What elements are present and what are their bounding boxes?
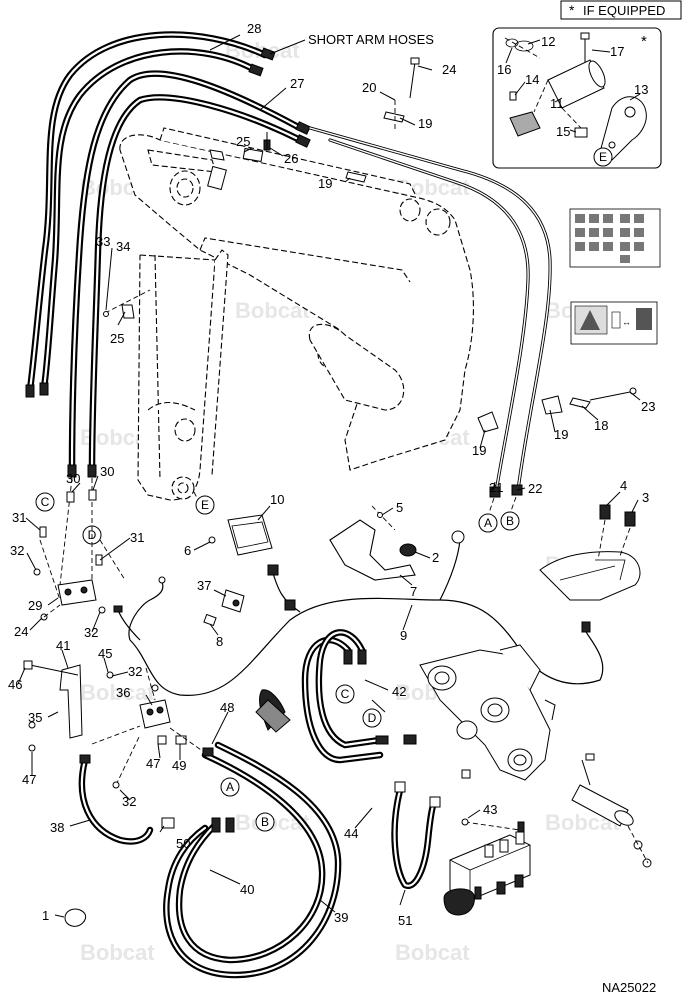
pivot-bracket xyxy=(403,644,652,868)
boom-arm-outline xyxy=(119,127,474,501)
callout-1: 1 xyxy=(42,908,49,923)
callout-3: 3 xyxy=(642,490,649,505)
callout-29: 29 xyxy=(28,598,42,613)
long-arm-hoses xyxy=(25,31,311,478)
callout-19: 19 xyxy=(318,176,332,191)
callout-17: 17 xyxy=(610,44,624,59)
star-icon: * xyxy=(569,2,575,18)
watermark: Bobcat xyxy=(80,940,155,965)
ref-letter-a: A xyxy=(484,516,492,530)
callout-8: 8 xyxy=(216,634,223,649)
callout-39: 39 xyxy=(334,910,348,925)
if-equipped-label: IF EQUIPPED xyxy=(583,3,665,18)
ref-letter-b: B xyxy=(506,514,514,528)
ref-letter-c: C xyxy=(41,495,50,509)
ref-letter-b: B xyxy=(261,815,269,829)
callout-30: 30 xyxy=(66,471,80,486)
callout-18: 18 xyxy=(594,418,608,433)
callout-20: 20 xyxy=(362,80,376,95)
callout-26: 26 xyxy=(284,151,298,166)
callout-40: 40 xyxy=(240,882,254,897)
callout-14: 14 xyxy=(525,72,539,87)
callout-22: 22 xyxy=(528,481,542,496)
callout-49: 49 xyxy=(172,758,186,773)
callout-47: 47 xyxy=(22,772,36,787)
upper-fittings xyxy=(103,132,271,319)
callout-28: 28 xyxy=(247,21,261,36)
callout-31: 31 xyxy=(12,510,26,525)
lower-hoses xyxy=(23,629,441,979)
aux-valve xyxy=(443,818,531,916)
callout-25: 25 xyxy=(236,134,250,149)
callout-37: 37 xyxy=(197,578,211,593)
callout-44: 44 xyxy=(344,826,358,841)
callout-32: 32 xyxy=(84,625,98,640)
ref-marker-e: E xyxy=(193,491,215,515)
callout-41: 41 xyxy=(56,638,70,653)
callout-13: 13 xyxy=(634,82,648,97)
watermark: Bobcat xyxy=(80,680,155,705)
callout-42: 42 xyxy=(392,684,406,699)
callout-36: 36 xyxy=(116,685,130,700)
callout-48: 48 xyxy=(220,700,234,715)
ref-letter-a: A xyxy=(226,780,234,794)
callout-30: 30 xyxy=(100,464,114,479)
callout-33: 33 xyxy=(96,234,110,249)
decal-group: ↔ xyxy=(569,208,661,345)
callout-24: 24 xyxy=(442,62,456,77)
ref-letter-e: E xyxy=(599,150,607,164)
callout-32: 32 xyxy=(122,794,136,809)
manifold-assembly xyxy=(33,477,126,621)
callout-32: 32 xyxy=(128,664,142,679)
callout-24: 24 xyxy=(14,624,28,639)
callout-10: 10 xyxy=(270,492,284,507)
callout-50: 50 xyxy=(176,836,190,851)
if-equipped-note: * IF EQUIPPED xyxy=(560,0,682,20)
callout-34: 34 xyxy=(116,239,130,254)
leader-lines xyxy=(17,34,641,918)
callout-25: 25 xyxy=(110,331,124,346)
callout-23: 23 xyxy=(641,399,655,414)
star-icon: * xyxy=(641,33,647,50)
callout-16: 16 xyxy=(497,62,511,77)
callout-51: 51 xyxy=(398,913,412,928)
ref-letter-e: E xyxy=(201,498,209,512)
callout-21: 21 xyxy=(489,480,503,495)
callout-5: 5 xyxy=(396,500,403,515)
callout-38: 38 xyxy=(50,820,64,835)
callout-45: 45 xyxy=(98,646,112,661)
inset-detail-box: * E xyxy=(492,27,662,169)
callout-6: 6 xyxy=(184,543,191,558)
callout-15: 15 xyxy=(556,124,570,139)
ref-letter-d: D xyxy=(368,711,377,725)
callout-27: 27 xyxy=(290,76,304,91)
callout-12: 12 xyxy=(541,34,555,49)
callout-35: 35 xyxy=(28,710,42,725)
callout-numbers: 28 27 24 20 19 25 26 19 33 34 25 23 18 1… xyxy=(8,21,655,928)
figure-id: NA25022 xyxy=(602,980,656,995)
ref-markers: A B C D C D A B xyxy=(35,492,520,832)
callout-43: 43 xyxy=(483,802,497,817)
svg-text:↔: ↔ xyxy=(622,317,631,327)
ref-letter-c: C xyxy=(341,687,350,701)
short-arm-hoses-label: SHORT ARM HOSES xyxy=(308,32,434,47)
callout-11: 11 xyxy=(550,96,564,111)
callout-19: 19 xyxy=(472,443,486,458)
callout-19: 19 xyxy=(418,116,432,131)
callout-46: 46 xyxy=(8,677,22,692)
watermark: Bobcat xyxy=(395,940,470,965)
callout-31: 31 xyxy=(130,530,144,545)
callout-19: 19 xyxy=(554,427,568,442)
callout-9: 9 xyxy=(400,628,407,643)
callout-2: 2 xyxy=(432,550,439,565)
callout-47: 47 xyxy=(146,756,160,771)
callout-32: 32 xyxy=(10,543,24,558)
steel-tubes xyxy=(308,57,637,498)
callout-7: 7 xyxy=(410,584,417,599)
wiring-harness xyxy=(113,504,641,696)
callout-4: 4 xyxy=(620,478,627,493)
